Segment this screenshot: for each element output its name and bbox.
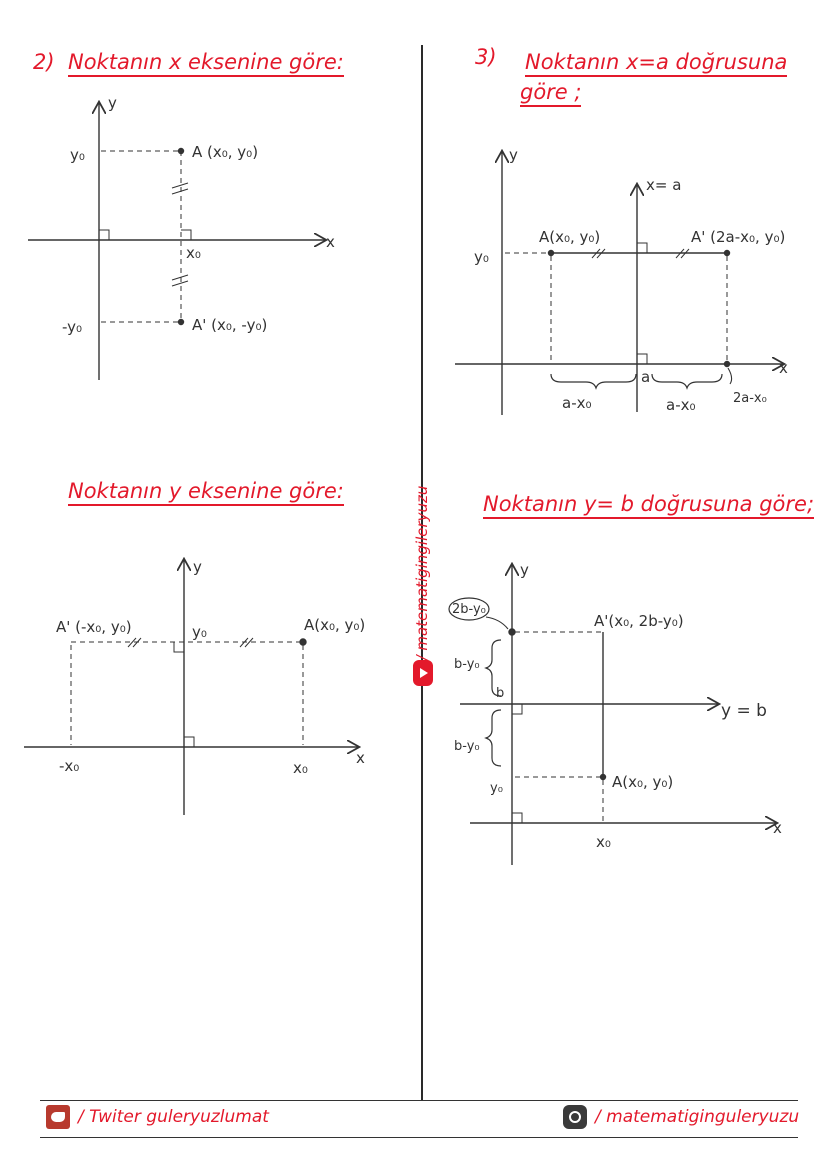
- diagram-y-eq-b-reflection: [448, 565, 776, 865]
- instagram-icon: [563, 1105, 587, 1129]
- d2-brace-left-label: a-x₀: [562, 394, 592, 412]
- d1-point-a: [177, 147, 185, 155]
- footer-top-rule: [40, 1100, 798, 1101]
- d4-x0-label: x₀: [596, 833, 611, 851]
- footer-twitter-label: / Twiter guleryuzlumat: [78, 1107, 269, 1127]
- d3-neg-x0-label: -x₀: [59, 757, 79, 775]
- d1-tick-upper: [171, 182, 189, 195]
- d4-right-angle-b: [512, 704, 523, 715]
- d1-right-angle-x0: [181, 229, 192, 240]
- section-title-x-axis: Noktanın x eksenine göre:: [68, 50, 344, 77]
- d3-point-a: [299, 638, 307, 646]
- d4-brace-bottom-label: b-y₀: [454, 739, 480, 754]
- d2-point-result: [723, 360, 731, 368]
- twitter-icon: [46, 1105, 70, 1129]
- d4-brace-top-label: b-y₀: [454, 657, 480, 672]
- d2-x-label: x: [779, 359, 788, 377]
- d4-circled-value: [448, 597, 490, 621]
- d4-b-label: b: [496, 686, 504, 701]
- d4-point-a: [599, 773, 607, 781]
- d3-x-label: x: [356, 749, 365, 767]
- d3-tick-left: [127, 637, 142, 648]
- d4-point-a-prime-label: A'(x₀, 2b-y₀): [594, 612, 684, 630]
- d3-x0-label: x₀: [293, 759, 308, 777]
- d1-neg-y0-label: -y₀: [62, 318, 82, 336]
- d4-point-a-label: A(x₀, y₀): [612, 773, 673, 791]
- d2-result-arrow: [727, 367, 733, 385]
- section-title-x-eq-a-cont: göre ;: [520, 80, 582, 107]
- d2-a-label: a: [641, 368, 650, 386]
- d2-line-label: x= a: [646, 176, 681, 194]
- diagram-x-eq-a-reflection: [455, 152, 783, 415]
- d3-point-a-prime-label: A' (-x₀, y₀): [56, 618, 132, 636]
- d4-circled-arrow: [485, 616, 509, 630]
- d1-x0-label: x₀: [186, 244, 201, 262]
- d1-y0-label: y₀: [70, 146, 85, 164]
- d2-tick-left: [591, 248, 606, 259]
- d4-right-angle-origin: [512, 812, 523, 823]
- d4-y-label: y: [520, 561, 529, 579]
- d4-point-on-axis: [508, 628, 516, 636]
- d2-brace-left: [550, 373, 637, 390]
- d2-tick-right: [675, 248, 690, 259]
- d3-point-a-label: A(x₀, y₀): [304, 616, 365, 634]
- d2-point-a-prime-label: A' (2a-x₀, y₀): [691, 228, 785, 246]
- d1-y-label: y: [108, 94, 117, 112]
- d1-right-angle-origin: [99, 229, 110, 240]
- d4-brace-top: [484, 639, 502, 697]
- section-title-x-eq-a: Noktanın x=a doğrusuna: [525, 50, 788, 77]
- section-title-y-axis: Noktanın y eksenine göre:: [68, 479, 344, 506]
- d1-point-a-prime-label: A' (x₀, -y₀): [192, 316, 267, 334]
- footer-bottom-rule: [40, 1137, 798, 1138]
- footer-instagram[interactable]: / matematiginguleryuzu: [563, 1105, 799, 1129]
- section-title-y-eq-b: Noktanın y= b doğrusuna göre;: [483, 492, 815, 519]
- d4-line-label: y = b: [721, 701, 767, 721]
- d2-brace-right: [651, 373, 723, 390]
- d2-y-label: y: [509, 146, 518, 164]
- d4-y0-label: y₀: [490, 781, 503, 796]
- d3-y0-label: y₀: [192, 623, 207, 641]
- d4-brace-bottom: [484, 709, 502, 767]
- d2-right-angle-top: [637, 242, 648, 253]
- d3-right-angle-top: [173, 642, 184, 653]
- diagram-y-axis-reflection: [24, 560, 358, 815]
- d2-result-label: 2a-x₀: [733, 391, 767, 406]
- d1-x-label: x: [326, 233, 335, 251]
- d1-point-a-label: A (x₀, y₀): [192, 143, 258, 161]
- d3-y-label: y: [193, 558, 202, 576]
- d4-circled-label: 2b-y₀: [452, 602, 486, 617]
- footer-instagram-label: / matematiginguleryuzu: [595, 1107, 800, 1127]
- d1-tick-lower: [171, 274, 189, 287]
- section-number-3: 3): [475, 45, 497, 69]
- d4-x-label: x: [773, 819, 782, 837]
- d1-point-a-prime: [177, 318, 185, 326]
- d2-point-a: [547, 249, 555, 257]
- d3-right-angle-origin: [184, 736, 195, 747]
- d2-y0-label: y₀: [474, 248, 489, 266]
- section-number-2: 2): [33, 50, 55, 74]
- d2-right-angle-bottom: [637, 353, 648, 364]
- center-divider: [421, 45, 423, 1100]
- d2-point-a-label: A(x₀, y₀): [539, 228, 600, 246]
- diagram-x-axis-reflection: [28, 103, 325, 380]
- d2-point-a-prime: [723, 249, 731, 257]
- footer-twitter[interactable]: / Twiter guleryuzlumat: [46, 1105, 269, 1129]
- d3-tick-right: [239, 637, 254, 648]
- d2-brace-right-label: a-x₀: [666, 396, 696, 414]
- youtube-icon: [413, 660, 433, 686]
